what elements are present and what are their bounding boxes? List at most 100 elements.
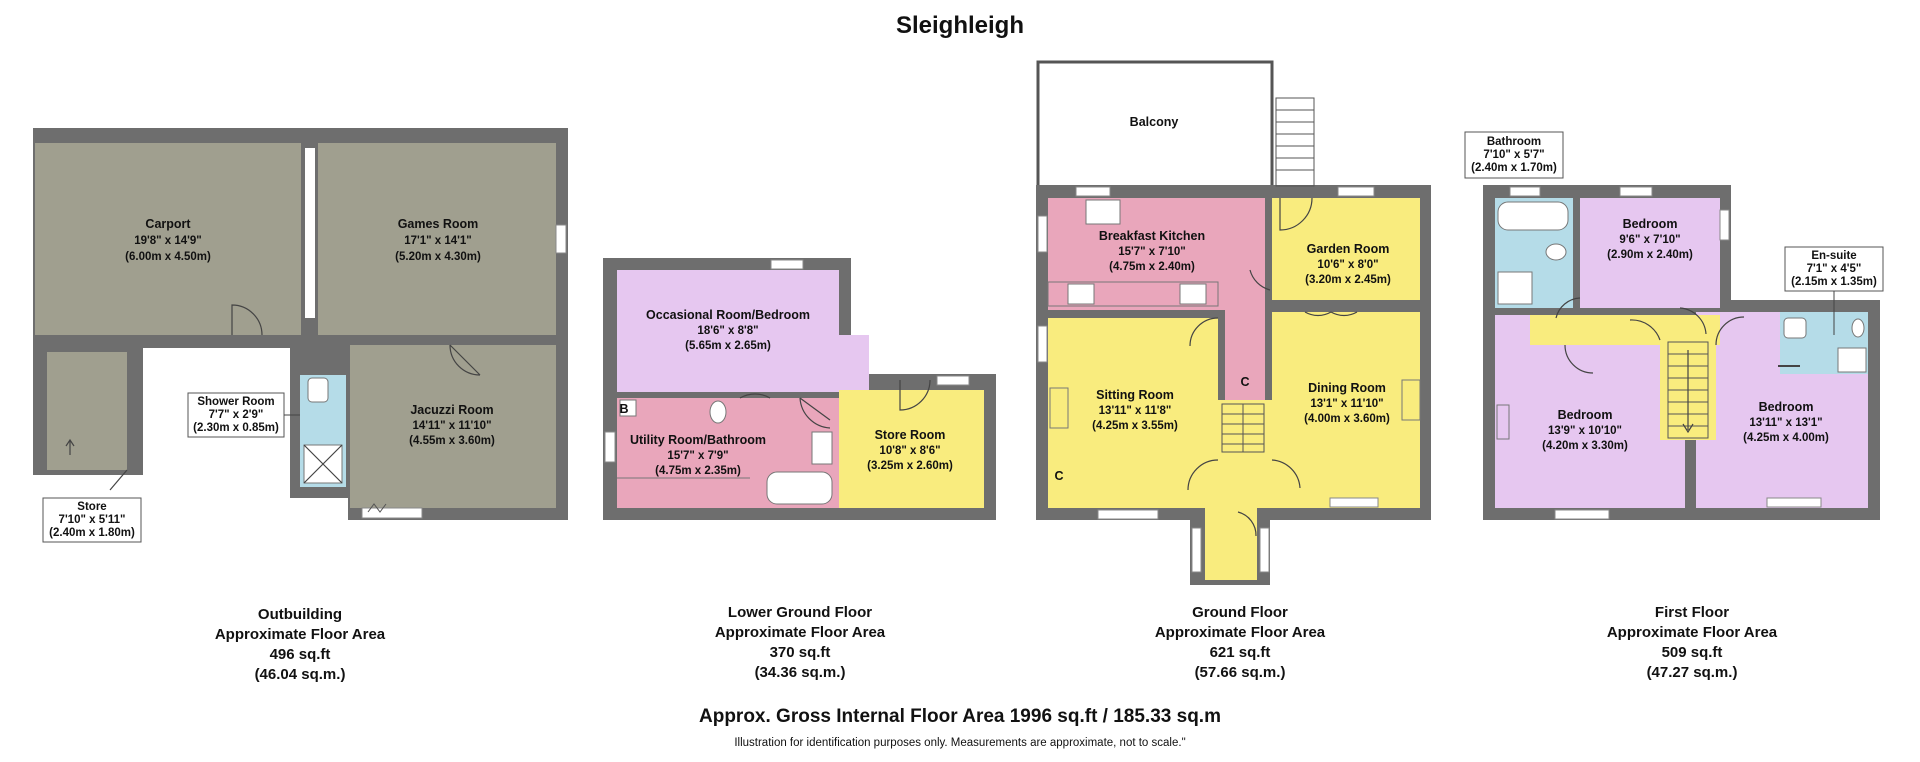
garden-window-icon <box>1337 186 1375 197</box>
cupboard-mark-sitting: C <box>1054 469 1063 483</box>
jacuzzi-room-imperial: 14'11" x 11'10" <box>412 420 491 432</box>
store-callout-name: Store <box>77 501 106 513</box>
garden-door-icon <box>1279 197 1313 231</box>
bedroom-small-window-icon <box>1619 186 1653 197</box>
kitchen-window-icon <box>1075 186 1111 197</box>
bedroom-left-window-icon <box>1554 509 1610 520</box>
outbuilding-area-name: Outbuilding <box>258 606 342 623</box>
jacuzzi-room-metric: (4.55m x 3.60m) <box>409 435 495 447</box>
bedroom-small-label: Bedroom <box>1623 217 1678 231</box>
outbuilding-plan <box>33 128 568 525</box>
disclaimer-note: Illustration for identification purposes… <box>734 737 1186 749</box>
garden-room-label: Garden Room <box>1307 242 1390 256</box>
bathroom-window-icon <box>1509 186 1541 197</box>
hob-icon-2 <box>1179 283 1207 305</box>
first-area: First Floor Approximate Floor Area 509 s… <box>1607 604 1778 681</box>
occasional-room-imperial: 18'6" x 8'8" <box>697 325 758 337</box>
jacuzzi-window-icon <box>361 507 423 519</box>
landing-door-icon <box>1629 319 1661 341</box>
toilet-icon <box>709 400 727 424</box>
utility-door-icon <box>799 397 831 429</box>
garden-room-imperial: 10'6" x 8'0" <box>1317 259 1378 271</box>
bedroom-left-label: Bedroom <box>1558 408 1613 422</box>
store-door-icon <box>109 469 128 491</box>
bedroom-small-room <box>1580 198 1720 308</box>
en-suite-callout-imperial: 7'1" x 4'5" <box>1807 263 1862 275</box>
breakfast-kitchen-metric: (4.75m x 2.40m) <box>1109 261 1195 273</box>
floor-areas: Outbuilding Approximate Floor Area 496 s… <box>215 604 1778 683</box>
outbuilding-area-approx: Approximate Floor Area <box>215 626 386 643</box>
en-suite-callout-metric: (2.15m x 1.35m) <box>1791 276 1877 288</box>
bathroom-shower-icon <box>1497 271 1533 305</box>
bedroom-left-imperial: 13'9" x 10'10" <box>1548 425 1622 437</box>
shower-room-callout-metric: (2.30m x 0.85m) <box>193 422 279 434</box>
store-room-lower <box>839 390 984 508</box>
front-door-icon <box>1237 511 1257 537</box>
sitting-room-label: Sitting Room <box>1096 388 1174 402</box>
lower-ground-area-sqft: 370 sq.ft <box>770 644 831 661</box>
carport-door-icon <box>231 304 263 336</box>
bedroom-left-alcove <box>1496 404 1510 440</box>
carport-room <box>35 143 301 335</box>
kitchen-corridor <box>1225 240 1265 400</box>
games-room-imperial: 17'1" x 14'1" <box>404 235 472 247</box>
lower-ground-area-name: Lower Ground Floor <box>728 604 872 621</box>
kitchen-side-window-icon <box>1037 215 1048 253</box>
dining-room <box>1272 312 1420 508</box>
dining-double-door-icon <box>1304 311 1358 317</box>
store-door-lower-icon <box>899 379 931 411</box>
occasional-room <box>617 270 839 392</box>
outbuilding-area: Outbuilding Approximate Floor Area 496 s… <box>215 606 386 683</box>
ground-area-sqm: (57.66 sq.m.) <box>1195 664 1286 681</box>
bathroom-toilet-icon <box>1545 243 1567 261</box>
store-room-imperial: 10'8" x 8'6" <box>879 445 940 457</box>
jacuzzi-room <box>350 345 556 508</box>
carport-label: Carport <box>145 217 191 231</box>
dining-room-label: Dining Room <box>1308 381 1386 395</box>
first-area-name: First Floor <box>1655 604 1729 621</box>
bathroom-callout-name: Bathroom <box>1487 136 1541 148</box>
occasional-window-icon <box>770 259 804 270</box>
utility-window-icon <box>604 431 616 463</box>
kitchen-door-icon <box>1249 269 1271 291</box>
ground-area-approx: Approximate Floor Area <box>1155 624 1326 641</box>
bedroom-small-side-window-icon <box>1719 209 1730 241</box>
bifold-door-icon <box>367 503 387 513</box>
occasional-room-label: Occasional Room/Bedroom <box>646 308 810 322</box>
bath-icon <box>766 471 833 505</box>
games-room-window-icon <box>555 224 567 254</box>
utility-room-imperial: 15'7" x 7'9" <box>667 450 728 462</box>
bathroom-callout: Bathroom 7'10" x 5'7" (2.40m x 1.70m) <box>1464 131 1564 179</box>
store-room-metric: (3.25m x 2.60m) <box>867 460 953 472</box>
boiler-box <box>619 399 637 417</box>
hall <box>1218 400 1272 508</box>
sitting-window-icon <box>1097 509 1159 520</box>
dining-room-metric: (4.00m x 3.60m) <box>1304 413 1390 425</box>
ground-floor-plan <box>1036 60 1431 585</box>
carport-divider <box>305 148 315 318</box>
sitting-room <box>1048 318 1218 508</box>
bedroom-right-window-icon <box>1766 497 1822 508</box>
balcony-area <box>1036 60 1274 198</box>
games-room-metric: (5.20m x 4.30m) <box>395 251 481 263</box>
lower-ground-area: Lower Ground Floor Approximate Floor Are… <box>715 604 886 681</box>
lower-ground-plan <box>603 258 996 520</box>
dining-alcove <box>1401 379 1421 421</box>
hall-door-icon <box>1187 459 1219 491</box>
en-suite-toilet-icon <box>1851 318 1865 338</box>
bath-side-icon <box>811 431 833 465</box>
store-window-icon <box>936 375 970 386</box>
shower-room-callout: Shower Room 7'7" x 2'9" (2.30m x 0.85m) <box>187 392 300 438</box>
jacuzzi-room-label: Jacuzzi Room <box>410 403 493 417</box>
en-suite-sink-icon <box>1783 317 1807 339</box>
porch-window-right-icon <box>1259 527 1270 573</box>
porch <box>1205 508 1257 580</box>
sitting-room-imperial: 13'11" x 11'8" <box>1099 405 1172 417</box>
shower-room-callout-name: Shower Room <box>197 396 274 408</box>
gross-internal-area: Approx. Gross Internal Floor Area 1996 s… <box>699 706 1221 727</box>
first-area-approx: Approximate Floor Area <box>1607 624 1778 641</box>
carport-imperial: 19'8" x 14'9" <box>134 235 202 247</box>
bedroom-left-door-icon <box>1564 344 1594 374</box>
bedroom-right-metric: (4.25m x 4.00m) <box>1743 432 1829 444</box>
